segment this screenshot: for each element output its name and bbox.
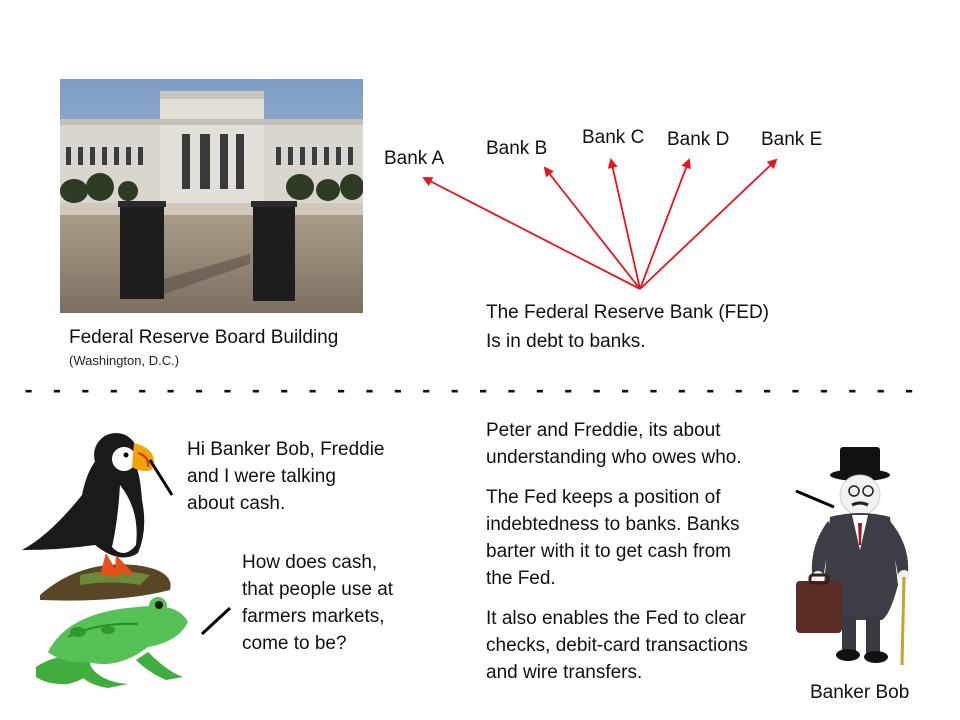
frog-speech-line: farmers markets, — [242, 606, 385, 627]
federal-reserve-building-photo — [60, 79, 363, 313]
frog-character — [36, 597, 188, 688]
bob-speech-line: checks, debit-card transactions — [486, 635, 748, 656]
bank-e-label: Bank E — [761, 129, 823, 150]
building-caption-location: (Washington, D.C.) — [69, 353, 180, 368]
bob-speech-line: understanding who owes who. — [486, 447, 742, 468]
building-caption-title: Federal Reserve Board Building — [69, 327, 339, 348]
bank-b-label: Bank B — [486, 138, 548, 159]
section-divider: - - - - - - - - - - - - - - - - - - - - … — [22, 379, 928, 399]
frog-speech-pointer — [200, 606, 232, 636]
puffin-speech: Hi Banker Bob, Freddie and I were talkin… — [187, 436, 385, 517]
bob-speech-line: the Fed. — [486, 568, 556, 589]
frog-speech-line: that people use at — [242, 579, 394, 600]
bob-speech-pointer — [795, 489, 835, 509]
arrow-to-bank-c — [607, 158, 641, 290]
bob-speech-paragraph-3: It also enables the Fed to clear checks,… — [486, 605, 748, 686]
arrow-to-bank-a — [422, 177, 641, 290]
arrow-to-bank-e — [639, 158, 778, 290]
bob-speech-line: It also enables the Fed to clear — [486, 608, 746, 629]
puffin-speech-line: Hi Banker Bob, Freddie — [187, 439, 385, 460]
fed-text-line1: The Federal Reserve Bank (FED) — [486, 302, 769, 323]
bob-speech-line: indebtedness to banks. Banks — [486, 514, 740, 535]
bob-speech-line: Peter and Freddie, its about — [486, 420, 721, 441]
frog-speech-line: How does cash, — [242, 552, 378, 573]
fed-text-line2: Is in debt to banks. — [486, 331, 646, 352]
arrow-to-bank-b — [543, 166, 641, 290]
bob-speech-paragraph-1: Peter and Freddie, its about understandi… — [486, 417, 742, 471]
bob-speech-line: The Fed keeps a position of — [486, 487, 721, 508]
bob-speech-line: barter with it to get cash from — [486, 541, 731, 562]
puffin-speech-line: about cash. — [187, 493, 286, 514]
puffin-speech-pointer — [148, 459, 174, 496]
puffin-character — [22, 433, 171, 601]
bob-speech-paragraph-2: The Fed keeps a position of indebtedness… — [486, 484, 740, 592]
puffin-speech-line: and I were talking — [187, 466, 336, 487]
arrow-to-bank-d — [639, 158, 691, 290]
bank-d-label: Bank D — [667, 129, 730, 150]
bank-c-label: Bank C — [582, 127, 645, 148]
frog-speech: How does cash, that people use at farmer… — [242, 549, 393, 657]
banker-bob-character — [796, 447, 910, 666]
bob-speech-line: and wire transfers. — [486, 662, 643, 683]
banker-bob-label: Banker Bob — [810, 682, 910, 703]
frog-speech-line: come to be? — [242, 633, 347, 654]
bank-a-label: Bank A — [384, 148, 445, 169]
